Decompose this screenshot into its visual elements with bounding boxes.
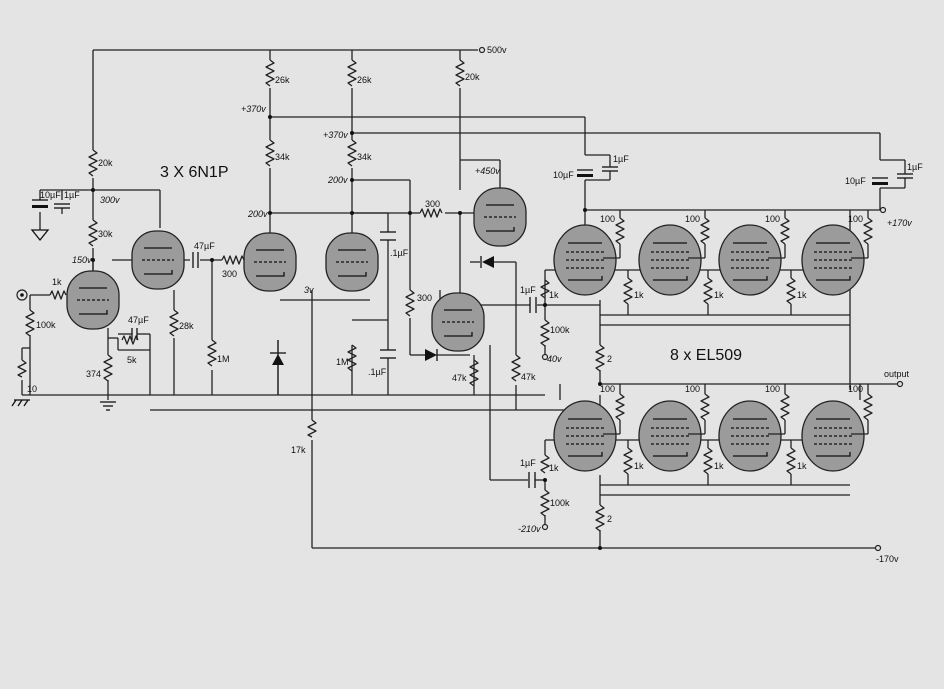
triode-v3 xyxy=(243,232,297,292)
driver-tubes-title: 3 X 6N1P xyxy=(160,164,228,181)
c01-a-label: .1µF xyxy=(390,248,409,258)
diodes xyxy=(270,256,494,395)
zener-diode xyxy=(272,354,284,365)
r2-b-label: 2 xyxy=(607,514,612,524)
pentode-bottom-2 xyxy=(638,400,702,472)
r300-b-label: 300 xyxy=(425,199,440,209)
r100k-in-label: 100k xyxy=(36,320,56,330)
output-tubes-title: 8 x EL509 xyxy=(670,347,742,364)
diode-upper xyxy=(482,256,494,268)
r1k-top-label: 1k xyxy=(549,290,559,300)
r5k-label: 5k xyxy=(127,355,137,365)
pentode-top-2 xyxy=(638,224,702,296)
triode-input xyxy=(66,270,120,330)
node-370v-a-label: +370v xyxy=(241,104,266,114)
r26k-b-label: 26k xyxy=(357,75,372,85)
r1m-a-label: 1M xyxy=(217,354,230,364)
screen-100-label: 100 xyxy=(765,214,780,224)
r28k-label: 28k xyxy=(179,321,194,331)
r100k-top-label: 100k xyxy=(550,325,570,335)
r100k-bot-label: 100k xyxy=(550,498,570,508)
r47k-a-label: 47k xyxy=(452,373,467,383)
node-150v-label: 150v xyxy=(72,255,92,265)
junctions xyxy=(91,115,602,550)
bias-40v-label: 40v xyxy=(547,354,562,364)
r20k-a-label: 20k xyxy=(98,158,113,168)
grid-1k-label: 1k xyxy=(714,461,724,471)
r374-label: 374 xyxy=(86,369,101,379)
r34k-b-label: 34k xyxy=(357,152,372,162)
grid-1k-label: 1k xyxy=(797,290,807,300)
triode-v5 xyxy=(473,187,527,247)
c10-a-label: 10µF xyxy=(40,190,61,200)
screen-100-label: 100 xyxy=(848,384,863,394)
r10-label: 10 xyxy=(27,384,37,394)
screen-100-label: 100 xyxy=(600,384,615,394)
pentode-top-1 xyxy=(553,224,617,296)
r300-c-label: 300 xyxy=(417,293,432,303)
rail-500v-label: 500v xyxy=(487,45,507,55)
driver-tube-group xyxy=(66,187,527,352)
grounds xyxy=(11,229,116,411)
rail-neg210-label: -210v xyxy=(518,524,541,534)
c1-bot-label: 1µF xyxy=(520,458,536,468)
labels: 500v -170v +170v -210v 40v output 300v 1… xyxy=(27,45,923,564)
resistors xyxy=(17,59,605,532)
output-terminal xyxy=(896,380,904,388)
node-370v-b-label: +370v xyxy=(323,130,348,140)
c1-a-label: 1µF xyxy=(64,190,80,200)
node-3v-label: 3v xyxy=(304,285,314,295)
rail-pos170-label: +170v xyxy=(887,218,912,228)
terminals xyxy=(16,46,904,552)
grid-1k-label: 1k xyxy=(797,461,807,471)
r2-a-label: 2 xyxy=(607,354,612,364)
r30k-label: 30k xyxy=(98,229,113,239)
screen-100-label: 100 xyxy=(685,214,700,224)
triode-v6 xyxy=(431,292,485,352)
r1k-in-label: 1k xyxy=(52,277,62,287)
c47-b-label: 47µF xyxy=(194,241,215,251)
node-300v-label: 300v xyxy=(100,195,120,205)
c1-b-label: 1µF xyxy=(613,154,629,164)
grid-1k-label: 1k xyxy=(714,290,724,300)
node-450v-label: +450v xyxy=(475,166,500,176)
c01-b-label: .1µF xyxy=(368,367,387,377)
c1-c-label: 1µF xyxy=(907,162,923,172)
pentode-bottom-4 xyxy=(801,400,865,472)
triode-v2 xyxy=(131,230,185,290)
c1-top-label: 1µF xyxy=(520,285,536,295)
r1k-bot-label: 1k xyxy=(549,463,559,473)
node-200v-b-label: 200v xyxy=(327,175,348,185)
rail-neg170-label: -170v xyxy=(876,554,899,564)
output-tube-group: 100 100 100 100 1k 1k 100 100 1k 1k 100 100 1k 1k xyxy=(553,210,873,485)
r300-a-label: 300 xyxy=(222,269,237,279)
output-label: output xyxy=(884,369,910,379)
pentode-top-4 xyxy=(801,224,865,296)
triode-v4 xyxy=(325,232,379,292)
diode-lower xyxy=(425,349,437,361)
node-200v-a-label: 200v xyxy=(247,209,268,219)
r20k-b-label: 20k xyxy=(465,72,480,82)
c10-b-label: 10µF xyxy=(553,170,574,180)
screen-100-label: 100 xyxy=(600,214,615,224)
r47k-b-label: 47k xyxy=(521,372,536,382)
r26k-a-label: 26k xyxy=(275,75,290,85)
c10-c-label: 10µF xyxy=(845,176,866,186)
pentode-bottom-1 xyxy=(553,400,617,472)
screen-100-label: 100 xyxy=(685,384,700,394)
c47-a-label: 47µF xyxy=(128,315,149,325)
screen-100-label: 100 xyxy=(765,384,780,394)
r1m-b-label: 1M xyxy=(336,357,349,367)
grid-1k-label: 1k xyxy=(634,290,644,300)
pentode-bottom-3 xyxy=(718,400,782,472)
r34k-a-label: 34k xyxy=(275,152,290,162)
grid-1k-label: 1k xyxy=(634,461,644,471)
pentode-top-3 xyxy=(718,224,782,296)
screen-100-label: 100 xyxy=(848,214,863,224)
r17k-label: 17k xyxy=(291,445,306,455)
capacitors xyxy=(32,155,913,488)
